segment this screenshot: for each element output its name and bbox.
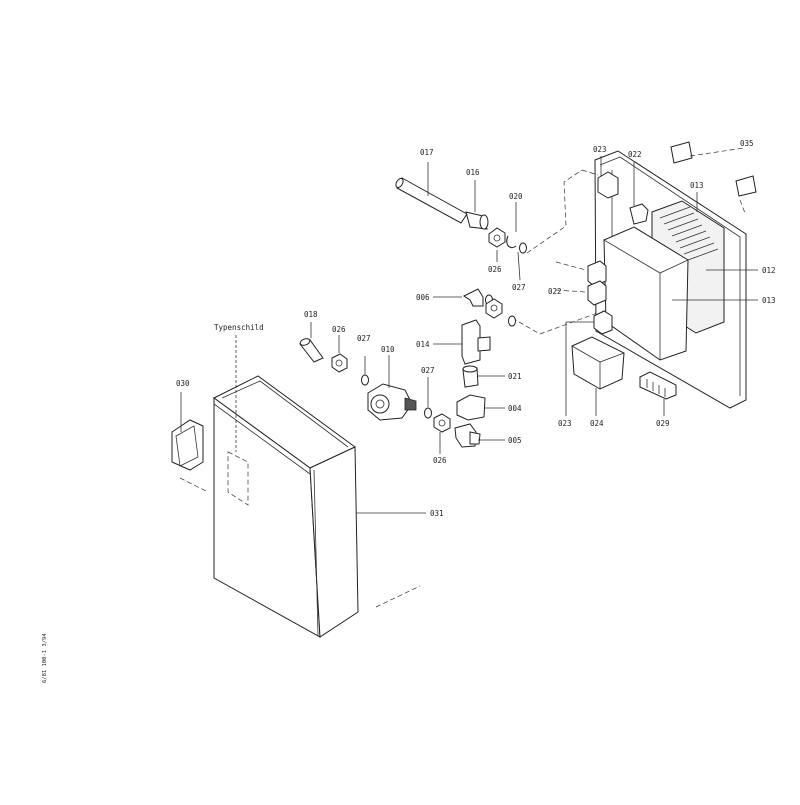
- label-020: 020: [509, 192, 523, 201]
- connectors-022-left: [587, 260, 607, 306]
- margin-code: 6/81 100-1 3/94: [42, 633, 48, 683]
- label-021: 021: [508, 372, 522, 381]
- label-027-left: 027: [357, 334, 371, 343]
- gasket-027-left: [361, 356, 369, 386]
- label-029: 029: [656, 419, 670, 428]
- label-006: 006: [416, 293, 430, 302]
- label-004: 004: [508, 404, 522, 413]
- label-026-bottom: 026: [433, 456, 447, 465]
- relay-024: [571, 336, 625, 390]
- elbow-006: [433, 288, 484, 307]
- label-023-bottom: 023: [558, 419, 572, 428]
- clip-020: [506, 202, 517, 249]
- fitting-016: [465, 180, 489, 230]
- label-026-left: 026: [332, 325, 346, 334]
- label-026-top: 026: [488, 265, 502, 274]
- exchanger-panel-dashes: [555, 169, 599, 293]
- label-023-top: 023: [593, 145, 607, 154]
- nut-026-mid: [485, 298, 503, 319]
- bracket-023-top: [597, 156, 619, 199]
- label-016: 016: [466, 168, 480, 177]
- label-027-top: 027: [512, 283, 526, 292]
- part-labels: 017 016 020 026 027 006 014 021 004 005 …: [42, 139, 776, 683]
- nut-026-bottom: [433, 413, 451, 454]
- cover-mount-dashes: [179, 477, 421, 608]
- terminal-strip-029: [639, 371, 677, 416]
- connector-022-top: [629, 162, 649, 225]
- label-012: 012: [762, 266, 776, 275]
- connection-dashes-top: [511, 169, 601, 335]
- pump-010: [367, 355, 417, 421]
- bracket-030: [171, 392, 204, 471]
- label-013-top: 013: [690, 181, 704, 190]
- label-018: 018: [304, 310, 318, 319]
- label-014: 014: [416, 340, 430, 349]
- label-027-mid: 027: [421, 366, 435, 375]
- label-022-top: 022: [628, 150, 642, 159]
- bracket-023-bottom: [565, 310, 613, 416]
- label-024: 024: [590, 419, 604, 428]
- label-022-left: 022: [548, 287, 562, 296]
- label-typenschild: Typenschild: [214, 323, 264, 332]
- nut-026-top: [488, 227, 506, 262]
- pipe-018: [299, 322, 324, 363]
- nut-026-left: [331, 335, 348, 373]
- label-013-right: 013: [762, 296, 776, 305]
- clips-035: [670, 141, 757, 214]
- tee-014: [433, 319, 491, 365]
- type-plate-outline: [227, 335, 249, 506]
- cover-housing-031: [213, 375, 359, 638]
- valve-004: [456, 394, 505, 421]
- label-005: 005: [508, 436, 522, 445]
- gasket-027-pump: [424, 377, 432, 419]
- label-031: 031: [430, 509, 444, 518]
- fitting-021: [462, 365, 505, 388]
- label-010: 010: [381, 345, 395, 354]
- pipe-017: [395, 162, 468, 224]
- gasket-027-mid: [508, 315, 516, 327]
- leader-lines-right: [356, 192, 758, 514]
- label-030: 030: [176, 379, 190, 388]
- elbow-005: [454, 423, 505, 448]
- gasket-027-top: [517, 242, 527, 281]
- label-017: 017: [420, 148, 434, 157]
- label-035: 035: [740, 139, 754, 148]
